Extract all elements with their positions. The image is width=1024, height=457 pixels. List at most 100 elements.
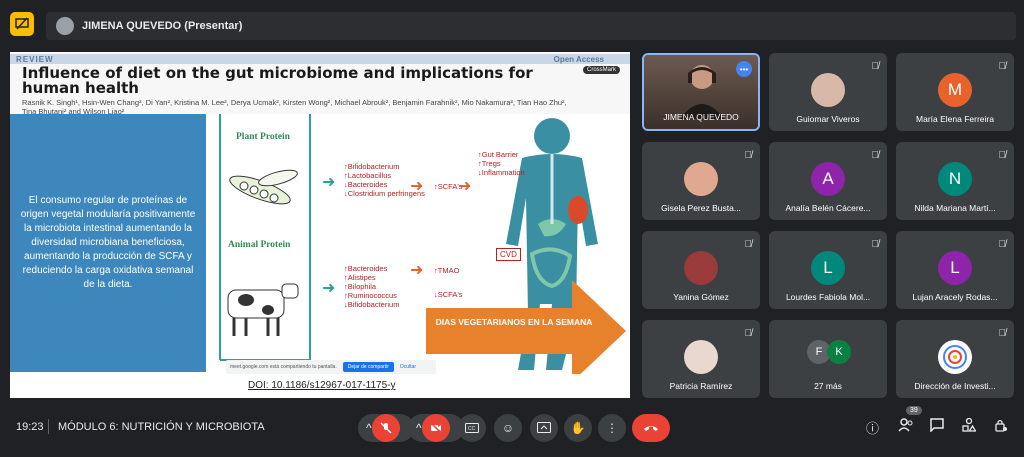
presenter-avatar xyxy=(56,17,74,35)
mic-off-button[interactable] xyxy=(372,414,400,442)
speaker-silhouette xyxy=(680,65,724,119)
participant-tile[interactable]: 🎙̸ A Analía Belén Cácere... xyxy=(769,142,887,220)
participant-tile[interactable]: ••• JIMENA QUEVEDO xyxy=(642,53,760,131)
captions-button[interactable]: CC xyxy=(458,414,486,442)
raise-hand-button[interactable]: ✋ xyxy=(564,414,592,442)
activities-icon[interactable] xyxy=(962,417,977,435)
more-participants-tile[interactable]: F K 27 más xyxy=(769,320,887,398)
scfa-increase: ↑SCFA's xyxy=(434,182,463,191)
avatar xyxy=(684,340,718,374)
participant-tile[interactable]: 🎙̸ Patricia Ramírez xyxy=(642,320,760,398)
participant-tile[interactable]: 🎙̸ L Lourdes Fabiola Mol... xyxy=(769,231,887,309)
animal-effect: ↑Ruminococcus xyxy=(344,291,397,300)
more-options-icon[interactable]: ••• xyxy=(736,61,752,77)
info-icon[interactable]: ⓘ xyxy=(866,421,880,436)
participant-tile[interactable]: 🎙̸ Yanina Gómez xyxy=(642,231,760,309)
arrow-right-icon: ➜ xyxy=(410,262,424,279)
emoji-button[interactable]: ☺ xyxy=(494,414,522,442)
participant-tile[interactable]: 🎙̸ L Lujan Aracely Rodas... xyxy=(896,231,1014,309)
plant-effect: ↓Clostridium perfringens xyxy=(344,189,425,198)
avatar xyxy=(684,162,718,196)
animal-effect: ↑Bilophila xyxy=(344,282,377,291)
people-icon[interactable] xyxy=(898,418,914,435)
participant-tile[interactable]: 🎙̸ Gisela Perez Busta... xyxy=(642,142,760,220)
clock: 19:23 xyxy=(16,421,44,433)
paper-authors: Rasnik K. Singh¹, Hsin-Wen Chang², Di Ya… xyxy=(22,98,567,116)
paper-header: REVIEW Open Access CrossMark Influence o… xyxy=(10,52,630,116)
mic-off-icon: 🎙̸ xyxy=(998,239,1007,250)
plant-effects-list: ↑Bifidobacterium ↑Lactobacillus ↓Bactero… xyxy=(344,162,425,198)
share-notice-text: meet.google.com está compartiendo tu pan… xyxy=(230,364,337,370)
participant-tile[interactable]: 🎙̸ Guiomar Viveros xyxy=(769,53,887,131)
avatar: N xyxy=(938,162,972,196)
svg-text:CC: CC xyxy=(468,426,476,432)
presentation-icon[interactable] xyxy=(10,12,34,36)
animal-effects-list: ↑Bacteroides ↑Alistipes ↑Bilophila ↑Rumi… xyxy=(344,264,399,309)
animal-effect: ↓Bifidobacterium xyxy=(344,300,400,309)
host-controls-icon[interactable] xyxy=(994,418,1008,435)
plant-effect: ↑Lactobacillus xyxy=(344,171,392,180)
mic-off-icon: 🎙̸ xyxy=(998,150,1007,161)
participant-name: Lujan Aracely Rodas... xyxy=(912,292,998,302)
mic-off-icon: 🎙̸ xyxy=(871,150,880,161)
mic-off-icon: 🎙̸ xyxy=(998,328,1007,339)
participant-name: Patricia Ramírez xyxy=(669,381,733,391)
more-options-button[interactable]: ⋮ xyxy=(598,414,626,442)
participant-tile[interactable]: 🎙̸ N Nilda Mariana Martí... xyxy=(896,142,1014,220)
chevron-up-icon[interactable]: ^ xyxy=(416,421,422,435)
animal-effect: ↑Alistipes xyxy=(344,273,376,282)
chevron-up-icon[interactable]: ^ xyxy=(366,421,372,435)
plant-effect: ↓Bacteroides xyxy=(344,180,388,189)
cow-illustration xyxy=(227,283,299,336)
review-label: REVIEW xyxy=(16,55,54,64)
hide-notice-link[interactable]: Ocultar xyxy=(399,364,416,370)
stop-sharing-button[interactable]: Dejar de compartir xyxy=(342,362,394,372)
screen-share-notice: meet.google.com está compartiendo tu pan… xyxy=(226,360,436,374)
participant-tile[interactable]: 🎙̸ Dirección de Investi... xyxy=(896,320,1014,398)
callout-arrow-shape xyxy=(426,280,626,382)
arrow-right-icon: ➜ xyxy=(410,178,424,195)
mic-off-icon: 🎙̸ xyxy=(998,61,1007,72)
avatar xyxy=(684,251,718,285)
mic-off-icon: 🎙̸ xyxy=(744,328,753,339)
participant-name: María Elena Ferreira xyxy=(916,114,994,124)
mic-off-icon: 🎙̸ xyxy=(744,150,753,161)
participant-name: Gisela Perez Busta... xyxy=(661,203,741,213)
chat-icon[interactable] xyxy=(930,418,944,435)
tmao-increase: ↑TMAO xyxy=(434,266,460,275)
arrow-right-icon: ➜ xyxy=(322,280,336,297)
gut-effect: ↓Inflammation xyxy=(478,168,525,177)
participant-count-badge: 39 xyxy=(906,406,922,415)
participant-tile[interactable]: 🎙̸ M María Elena Ferreira xyxy=(896,53,1014,131)
presenter-title: JIMENA QUEVEDO (Presentar) xyxy=(82,20,243,32)
summary-text: El consumo regular de proteínas de orige… xyxy=(20,195,196,290)
gut-effect: ↑Tregs xyxy=(478,159,501,168)
shared-screen: REVIEW Open Access CrossMark Influence o… xyxy=(10,52,630,398)
meeting-title: MÓDULO 6: NUTRICIÓN Y MICROBIOTA xyxy=(58,421,265,433)
arrow-right-icon: ➜ xyxy=(458,178,472,195)
participant-name: Yanina Gómez xyxy=(673,292,729,302)
avatar: F xyxy=(807,340,831,364)
avatar: L xyxy=(811,251,845,285)
participant-name: Lourdes Fabiola Mol... xyxy=(785,292,871,302)
mic-off-icon: 🎙̸ xyxy=(871,61,880,72)
doi-link[interactable]: DOI: 10.1186/s12967-017-1175-y xyxy=(248,380,396,391)
camera-off-button[interactable] xyxy=(422,414,450,442)
top-bar: JIMENA QUEVEDO (Presentar) xyxy=(0,0,1024,46)
gut-effect: ↑Gut Barrier xyxy=(478,150,519,159)
pea-pod-illustration xyxy=(229,169,298,205)
participant-name: JIMENA QUEVEDO xyxy=(663,112,739,122)
participant-name: Nilda Mariana Martí... xyxy=(914,203,996,213)
participant-name: Analía Belén Cácere... xyxy=(785,203,871,213)
presenter-banner: JIMENA QUEVEDO (Presentar) xyxy=(46,12,1016,40)
leave-call-button[interactable] xyxy=(632,414,670,442)
present-screen-button[interactable] xyxy=(530,414,558,442)
plant-effect: ↑Bifidobacterium xyxy=(344,162,400,171)
avatar xyxy=(811,73,845,107)
crossmark-badge: CrossMark xyxy=(582,66,620,74)
more-count: 27 más xyxy=(814,381,842,391)
mic-off-icon: 🎙̸ xyxy=(744,239,753,250)
divider xyxy=(48,419,49,434)
vegetarian-days-callout: DIAS VEGETARIANOS EN LA SEMANA xyxy=(435,317,593,327)
avatar: M xyxy=(938,73,972,107)
